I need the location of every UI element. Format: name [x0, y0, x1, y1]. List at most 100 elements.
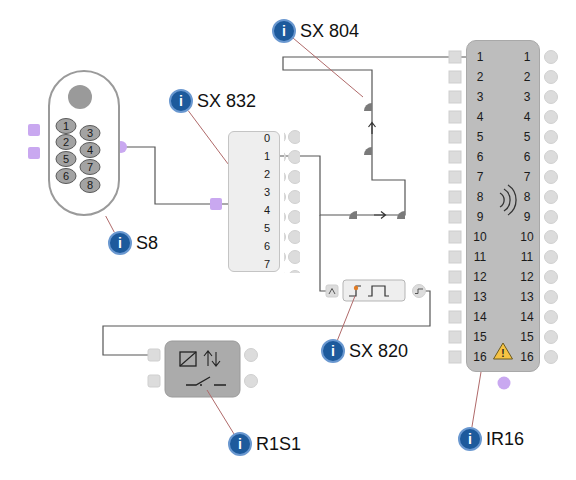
leader-line	[293, 38, 363, 97]
pin-number: 3	[477, 91, 484, 103]
pin-number: 6	[63, 171, 69, 182]
info-circle: i	[321, 339, 345, 363]
callout: i SX 820	[321, 339, 408, 363]
pin-number: 16	[520, 351, 533, 363]
leader-line	[338, 296, 356, 340]
pin-number: 2	[524, 71, 531, 83]
pin-number: 14	[520, 311, 533, 323]
callout: i IR16	[458, 427, 524, 451]
wireless-symbol	[500, 185, 516, 215]
output-port-column	[543, 47, 559, 367]
remote-button	[68, 85, 92, 109]
pin-number: 7	[264, 259, 270, 270]
pin-number: 4	[87, 145, 93, 156]
remote-button	[80, 178, 100, 193]
pin-number: 3	[87, 128, 93, 139]
pin-number: 6	[524, 151, 531, 163]
power-port	[498, 377, 511, 390]
pin-number: 13	[473, 291, 486, 303]
input-port	[28, 147, 40, 159]
callout: iSX 832	[169, 89, 256, 113]
callout-label: R1S1	[256, 433, 301, 455]
flow-arrow	[374, 212, 386, 219]
relay-coil	[180, 352, 196, 366]
pin-number: 3	[524, 91, 531, 103]
pin-number: 9	[524, 211, 531, 223]
callout-label: SX 804	[300, 20, 359, 42]
input-port-column	[448, 47, 462, 367]
module-box: 1122334455667788991010111112121313141415…	[466, 40, 540, 372]
relay-coil	[180, 352, 196, 366]
remote-button	[80, 160, 100, 175]
info-icon: i	[230, 434, 250, 454]
edge-symbol	[329, 289, 335, 295]
pin-number: 0	[264, 133, 270, 144]
pulse-symbol	[368, 286, 389, 296]
relay-box	[165, 341, 240, 397]
pin-number: 7	[524, 171, 531, 183]
timer-symbol	[349, 286, 361, 296]
remote-button	[56, 169, 76, 184]
pin-number: 5	[524, 131, 531, 143]
pin-number: 6	[264, 241, 270, 252]
pin-number: 13	[520, 291, 533, 303]
pin-number: 1	[63, 121, 69, 132]
callout-label: S8	[136, 232, 158, 254]
remote-button	[56, 152, 76, 167]
warning-triangle	[494, 343, 513, 359]
pin-number: 1	[524, 51, 531, 63]
wire	[120, 147, 228, 204]
gate-symbol	[349, 211, 357, 219]
remote-button	[80, 126, 100, 141]
pin-number: 6	[477, 151, 484, 163]
relay-arrows	[204, 351, 220, 366]
callout-label: IR16	[486, 428, 524, 450]
output-port	[245, 375, 258, 388]
callout: i S8	[108, 231, 158, 255]
info-circle: i	[108, 231, 132, 255]
pin-number: 11	[474, 251, 486, 263]
info-icon: i	[460, 429, 480, 449]
pin-number: 12	[520, 271, 533, 283]
info-icon: i	[274, 21, 294, 41]
wire	[320, 215, 326, 291]
info-icon: i	[171, 91, 191, 111]
pin-number: 16	[473, 351, 486, 363]
warning-mark: !	[501, 348, 504, 359]
pin-number: 8	[477, 191, 484, 203]
pin-number: 3	[264, 187, 270, 198]
leader-line	[106, 216, 115, 232]
info-circle: i	[458, 427, 482, 451]
leader-line	[472, 372, 481, 427]
leader-line	[188, 111, 228, 164]
callout: i SX 804	[272, 19, 359, 43]
output-port-column	[284, 129, 300, 273]
pin-number: 14	[473, 311, 486, 323]
input-port	[326, 285, 338, 297]
pin-number: 15	[473, 331, 486, 343]
pin-number: 5	[63, 154, 69, 165]
input-port	[148, 375, 160, 387]
pin-number: 9	[477, 211, 484, 223]
pin-number: 10	[520, 231, 533, 243]
pin-number: 8	[87, 180, 93, 191]
pin-number: 1	[264, 151, 270, 162]
pin-number: 2	[264, 169, 270, 180]
pin-number: 8	[524, 191, 531, 203]
gate-symbol	[364, 103, 372, 111]
leader-line	[207, 390, 234, 434]
pin-number: 7	[477, 171, 484, 183]
node-illustration	[50, 72, 122, 218]
info-icon: i	[323, 341, 343, 361]
output-port	[413, 285, 426, 298]
pin-number: 15	[520, 331, 533, 343]
pin-number: 4	[264, 205, 270, 216]
info-circle: i	[228, 432, 252, 456]
info-icon: i	[110, 233, 130, 253]
callout-label: SX 820	[349, 340, 408, 362]
timer-dot	[354, 286, 358, 290]
pin-number: 2	[477, 71, 484, 83]
pin-number: 1	[477, 51, 484, 63]
module-box: 01234567	[228, 131, 280, 272]
